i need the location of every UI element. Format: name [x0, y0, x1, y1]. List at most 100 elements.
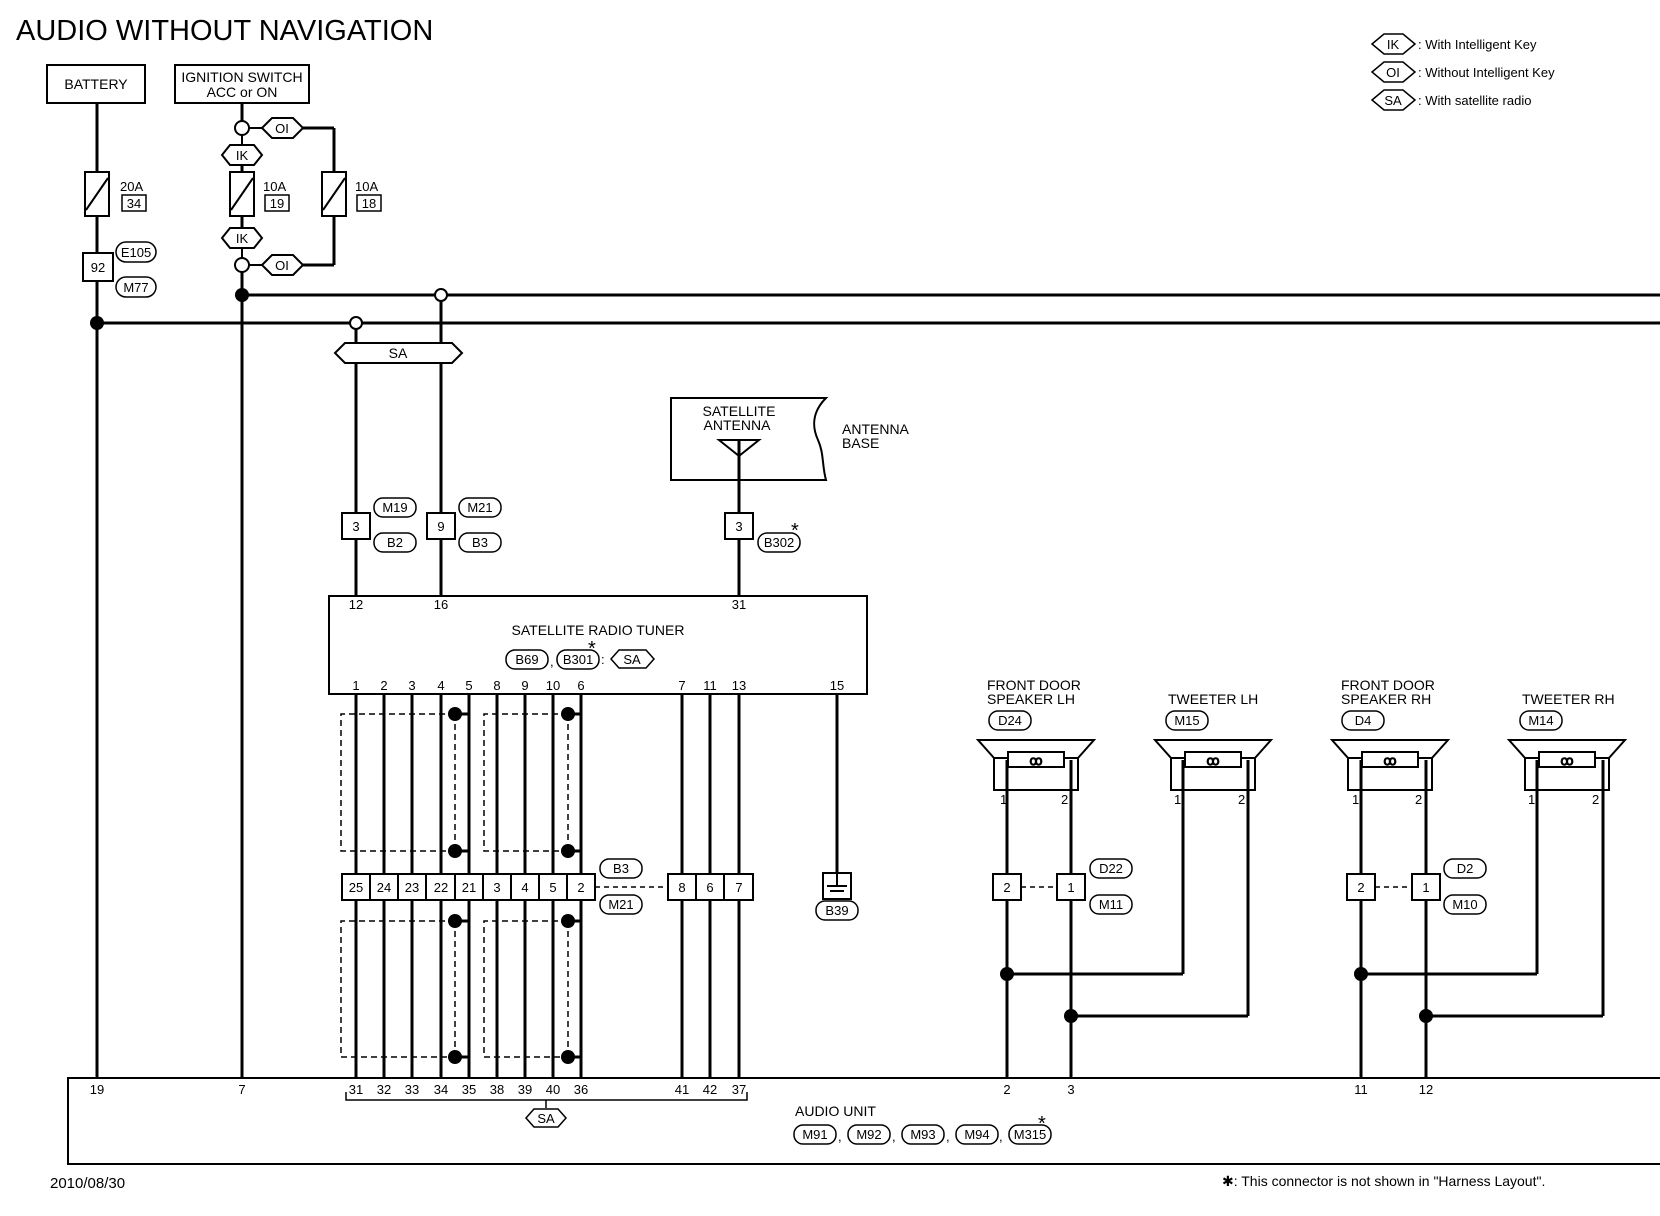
tag-oi-top: OI	[275, 121, 289, 136]
connector-m91: M91	[802, 1127, 827, 1142]
audio-pin-42: 42	[703, 1082, 717, 1097]
tuner-labels: SATELLITE RADIO TUNER B69 B301 * , : SA …	[349, 597, 844, 693]
front-door-speaker-lh	[977, 739, 1095, 791]
front-door-speaker-lh-label-1: FRONT DOOR	[987, 677, 1081, 693]
legend-text-oi: : Without Intelligent Key	[1418, 65, 1555, 80]
joint-pin-25: 25	[349, 880, 363, 895]
joint-pin-5: 5	[549, 880, 556, 895]
spk-tr-pin-2: 2	[1592, 792, 1599, 807]
audio-pin-35: 35	[462, 1082, 476, 1097]
connector-m11: M11	[1099, 897, 1123, 912]
connector-b69: B69	[515, 652, 538, 667]
front-door-speaker-rh-label-2: SPEAKER RH	[1341, 691, 1431, 707]
tweeter-rh	[1508, 739, 1626, 791]
antenna-label-1: SATELLITE	[703, 403, 776, 419]
asterisk-m315: *	[1038, 1113, 1046, 1135]
spk-fl-pin-2: 2	[1061, 792, 1068, 807]
tuner-pin-9: 9	[521, 678, 528, 693]
audio-sep-1: ,	[838, 1129, 842, 1144]
connector-m21-joint: M21	[608, 897, 633, 912]
connector-d2: D2	[1457, 861, 1474, 876]
joint-pin-4: 4	[521, 880, 528, 895]
audio-unit	[67, 1077, 1660, 1165]
audio-unit-label: AUDIO UNIT	[795, 1103, 876, 1119]
lh-inline-pin-1: 1	[1067, 880, 1074, 895]
legend-code-oi: OI	[1386, 65, 1400, 80]
diagram-title: AUDIO WITHOUT NAVIGATION	[16, 15, 433, 47]
audio-sep-3: ,	[946, 1129, 950, 1144]
audio-pin-34: 34	[434, 1082, 448, 1097]
connector-m10: M10	[1452, 897, 1477, 912]
audio-sep-2: ,	[892, 1129, 896, 1144]
connector-m315: M315	[1014, 1127, 1047, 1142]
connector-sa-tuner: SA	[623, 652, 641, 667]
battery-label: BATTERY	[64, 76, 128, 92]
tuner-sep-colon: :	[601, 652, 605, 667]
joint-pin-7: 7	[735, 880, 742, 895]
connector-m94: M94	[964, 1127, 989, 1142]
jc-pin-9: 9	[437, 519, 444, 534]
connector-b2: B2	[387, 535, 403, 550]
tuner-feed	[333, 288, 502, 596]
fuse-18-label: 18	[362, 196, 376, 211]
speakers	[977, 710, 1626, 1078]
connector-m93: M93	[910, 1127, 935, 1142]
audio-pin-40: 40	[546, 1082, 560, 1097]
sa-bar-label: SA	[389, 345, 408, 361]
front-door-speaker-rh-label-1: FRONT DOOR	[1341, 677, 1435, 693]
audio-pin-7: 7	[238, 1082, 245, 1097]
connector-b302: B302	[764, 535, 794, 550]
joint-pin-8: 8	[678, 880, 685, 895]
tag-oi-bottom: OI	[275, 258, 289, 273]
joint-pin-6: 6	[706, 880, 713, 895]
audio-sep-4: ,	[999, 1129, 1003, 1144]
tuner-pin-16: 16	[434, 597, 448, 612]
legend-text-ik: : With Intelligent Key	[1418, 37, 1537, 52]
antenna-label-2: ANTENNA	[704, 417, 772, 433]
footnote: ✱: This connector is not shown in "Harne…	[1222, 1173, 1545, 1189]
ignition-acc-label: ACC or ON	[207, 84, 278, 100]
audio-pin-12: 12	[1419, 1082, 1433, 1097]
lh-inline-pin-2: 2	[1003, 880, 1010, 895]
connector-b39: B39	[825, 903, 848, 918]
tuner-pin-5: 5	[465, 678, 472, 693]
tuner-pin-7: 7	[678, 678, 685, 693]
joint-pin-21: 21	[462, 880, 476, 895]
audio-pin-19: 19	[90, 1082, 104, 1097]
legend: IK : With Intelligent Key OI : Without I…	[1370, 33, 1555, 111]
fuse-10a-19-label: 10A	[263, 179, 286, 194]
tuner-pin-3: 3	[408, 678, 415, 693]
fuse-19-label: 19	[270, 196, 284, 211]
connector-m14: M14	[1528, 713, 1553, 728]
tuner-sep-comma: ,	[550, 654, 554, 669]
joint-pin-22: 22	[434, 880, 448, 895]
ignition-switch-label: IGNITION SWITCH	[181, 69, 302, 85]
rh-inline-pin-2: 2	[1357, 880, 1364, 895]
asterisk-b301: *	[588, 638, 596, 660]
speaker-labels: FRONT DOOR SPEAKER LH D24 TWEETER LH M15…	[987, 677, 1615, 912]
spk-tr-pin-1: 1	[1528, 792, 1535, 807]
joint-pin-23: 23	[405, 880, 419, 895]
connector-d22: D22	[1099, 861, 1123, 876]
connector-b3-joint: B3	[613, 861, 629, 876]
connector-b3-top: B3	[472, 535, 488, 550]
tag-ik-top: IK	[236, 148, 249, 163]
joint-labels: 25 24 23 22 21 3 4 5 2 8 6 7 B3 M21 B39	[349, 861, 849, 918]
tuner-pin-12: 12	[349, 597, 363, 612]
connector-m77: M77	[123, 280, 148, 295]
antenna-base-label-2: BASE	[842, 435, 879, 451]
fuse-20a-label: 20A	[120, 179, 143, 194]
fuse-10a-18-label: 10A	[355, 179, 378, 194]
tuner-pin-13: 13	[732, 678, 746, 693]
audio-unit-labels: AUDIO UNIT M91 M92 M93 M94 M315 * , , , …	[90, 1082, 1433, 1144]
tuner-feed-labels: SA 3 9 M19 B2 M21 B3	[352, 345, 492, 550]
connector-d4: D4	[1355, 713, 1372, 728]
spk-tl-pin-1: 1	[1174, 792, 1181, 807]
jc-pin-3: 3	[352, 519, 359, 534]
audio-pin-39: 39	[518, 1082, 532, 1097]
tuner-pin-31: 31	[732, 597, 746, 612]
spk-fr-pin-1: 1	[1352, 792, 1359, 807]
front-door-speaker-lh-label-2: SPEAKER LH	[987, 691, 1075, 707]
audio-pin-41: 41	[675, 1082, 689, 1097]
